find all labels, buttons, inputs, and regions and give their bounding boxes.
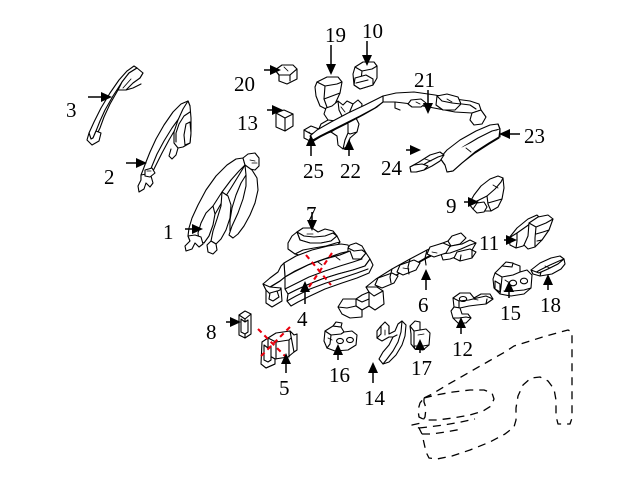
callout-label-7[interactable]: 7	[306, 202, 317, 226]
part-8-shape[interactable]	[238, 310, 252, 339]
part-21-shape[interactable]	[309, 91, 487, 141]
callout-label-6[interactable]: 6	[418, 293, 429, 317]
callout-label-10[interactable]: 10	[362, 19, 383, 43]
part-18-shape[interactable]	[530, 255, 566, 277]
callout-label-18[interactable]: 18	[540, 293, 561, 317]
callout-label-8[interactable]: 8	[206, 320, 217, 344]
callout-label-2[interactable]: 2	[104, 165, 115, 189]
callout-label-16[interactable]: 16	[329, 363, 350, 387]
callout-label-9[interactable]: 9	[446, 194, 457, 218]
callout-label-19[interactable]: 19	[325, 23, 346, 47]
callout-label-15[interactable]: 15	[500, 301, 521, 325]
callout-label-11[interactable]: 11	[479, 231, 500, 255]
part-24-shape[interactable]	[409, 151, 445, 173]
callout-label-17[interactable]: 17	[411, 356, 432, 380]
part-6-shape[interactable]	[337, 232, 477, 319]
callout-label-22[interactable]: 22	[340, 159, 361, 183]
highlight-marker-part-4	[305, 252, 333, 288]
part-14-shape[interactable]	[376, 320, 407, 365]
callout-label-20[interactable]: 20	[234, 72, 255, 96]
part-23-shape[interactable]	[439, 123, 501, 173]
part-17-shape[interactable]	[409, 320, 431, 351]
callout-label-1[interactable]: 1	[163, 220, 174, 244]
callout-label-14[interactable]: 14	[364, 386, 385, 410]
part-11-shape[interactable]	[508, 214, 554, 250]
part-20-shape[interactable]	[274, 64, 298, 85]
callout-label-12[interactable]: 12	[452, 337, 473, 361]
front-fender-outline	[411, 329, 573, 460]
callout-label-13[interactable]: 13	[237, 111, 258, 135]
callout-label-24[interactable]: 24	[381, 156, 402, 180]
highlight-marker-part-5	[257, 326, 291, 360]
part-1-shape[interactable]	[184, 152, 260, 255]
part-16-shape[interactable]	[323, 321, 358, 352]
callout-label-4[interactable]: 4	[297, 307, 308, 331]
callout-label-3[interactable]: 3	[66, 98, 77, 122]
part-13-shape[interactable]	[275, 109, 294, 132]
callout-label-25[interactable]: 25	[303, 159, 324, 183]
part-9-shape[interactable]	[468, 175, 505, 214]
callout-label-21[interactable]: 21	[414, 68, 435, 92]
part-3-shape[interactable]	[86, 65, 144, 146]
part-5-shape[interactable]	[260, 330, 298, 369]
callout-label-5[interactable]: 5	[279, 376, 290, 400]
part-12-shape[interactable]	[450, 292, 494, 324]
part-4-shape[interactable]	[262, 242, 374, 308]
callout-label-23[interactable]: 23	[524, 124, 545, 148]
part-10-shape[interactable]	[352, 61, 378, 90]
part-2-shape[interactable]	[137, 100, 192, 193]
leader-lines	[88, 41, 553, 383]
